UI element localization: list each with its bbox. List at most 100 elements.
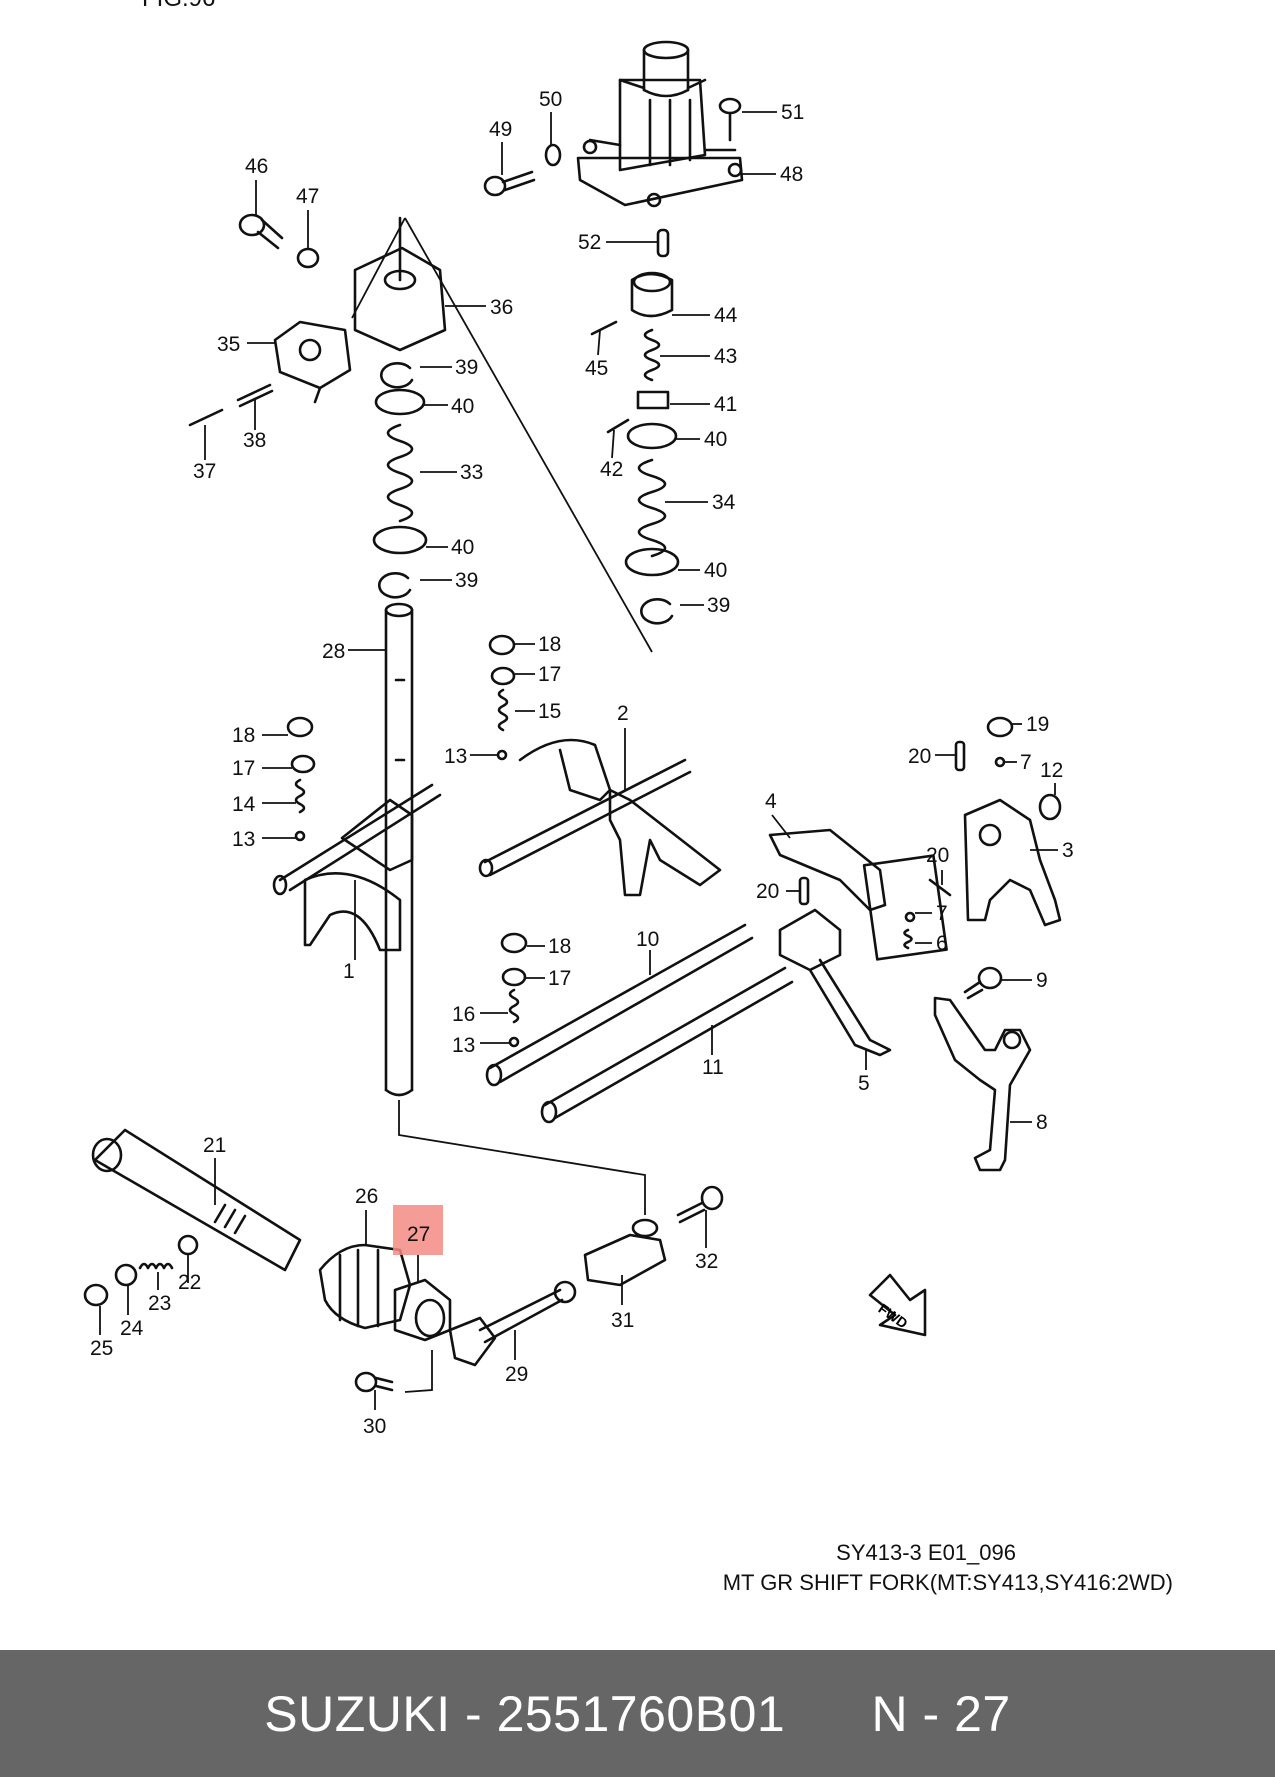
- bolt-46-graphic: [238, 213, 284, 250]
- washer-47-graphic: [296, 247, 320, 269]
- callout-40: 40: [704, 428, 727, 451]
- callout-17: 17: [232, 757, 255, 780]
- shift-lever-block-36-graphic: [353, 216, 447, 352]
- plate-graphic: [862, 854, 948, 961]
- diagram-title: MT GR SHIFT FORK(MT:SY413,SY416:2WD): [722, 1570, 1173, 1595]
- ball-13c-graphic: [508, 1036, 520, 1048]
- spring-34-graphic: [637, 458, 667, 558]
- washer-24-graphic: [114, 1263, 138, 1287]
- triangle-leader: [351, 217, 653, 653]
- parts-diagram: FIG.96: [83, 0, 1074, 1438]
- shaft-10-graphic: [485, 923, 754, 1087]
- boot-26-graphic: [318, 1243, 412, 1330]
- bolt-32-graphic: [676, 1185, 724, 1224]
- spring-33-graphic: [386, 423, 414, 523]
- shift-shaft-21-graphic: [91, 1128, 302, 1272]
- pin-52-graphic: [656, 228, 670, 258]
- bolt-30-leader: [404, 1350, 433, 1393]
- spring-23-graphic: [138, 1262, 174, 1270]
- callout-17: 17: [538, 663, 561, 686]
- pin-45-graphic: [590, 320, 618, 336]
- washer-17b-graphic: [490, 666, 516, 686]
- callout-46: 46: [245, 155, 268, 178]
- callout-3: 3: [1062, 839, 1074, 862]
- callout-33: 33: [460, 461, 483, 484]
- callout-48: 48: [780, 163, 803, 186]
- washer-40b-graphic: [624, 547, 680, 577]
- diagram-header-fragment: FIG.96: [142, 0, 215, 12]
- bolt-18c-graphic: [500, 932, 528, 954]
- callout-8: 8: [1036, 1111, 1048, 1134]
- footer-brand: SUZUKI: [264, 1685, 451, 1742]
- ring-39b-graphic: [380, 362, 414, 389]
- shift-shaft-28-graphic: [384, 602, 414, 1097]
- washer-40a-graphic: [626, 422, 678, 450]
- plug-19-graphic: [986, 716, 1014, 738]
- spring-14-graphic: [294, 778, 306, 814]
- callout-7: 7: [1020, 751, 1032, 774]
- callout-39: 39: [455, 356, 478, 379]
- shift-arm-4-graphic: [768, 828, 887, 912]
- bracket-8-graphic: [933, 996, 1032, 1172]
- callout-38: 38: [243, 429, 266, 452]
- pin-42-graphic: [606, 418, 630, 434]
- collar-41-graphic: [636, 390, 670, 410]
- footer-bar: SUZUKI - 2551760B01 N - 27: [0, 1650, 1275, 1777]
- shift-lever-housing: [576, 40, 744, 208]
- callout-47: 47: [296, 185, 319, 208]
- callout-39: 39: [707, 594, 730, 617]
- callout-52: 52: [578, 231, 601, 254]
- callout-20: 20: [926, 844, 949, 867]
- callout-18: 18: [538, 633, 561, 656]
- callout-36: 36: [490, 296, 513, 319]
- callout-31: 31: [611, 1309, 634, 1332]
- washer-17a-graphic: [290, 754, 316, 774]
- callout-49: 49: [489, 118, 512, 141]
- washer-50-graphic: [544, 143, 562, 167]
- callout-12: 12: [1040, 759, 1063, 782]
- link-leader: [398, 1100, 646, 1215]
- callout-29: 29: [505, 1363, 528, 1386]
- bolt-51-graphic: [718, 97, 742, 142]
- shift-arm-5-graphic: [778, 908, 892, 1057]
- callout-2: 2: [617, 702, 629, 725]
- callout-layer: 1234567789101112131313141516171717181818…: [90, 88, 1074, 1438]
- ball-22-graphic: [177, 1234, 199, 1256]
- callout-24: 24: [120, 1317, 144, 1340]
- washer-40d-graphic: [372, 525, 428, 555]
- callout-18: 18: [232, 724, 255, 747]
- diagram-code: SY413-3 E01_096: [836, 1540, 1016, 1565]
- fwd-arrow-icon: FWD: [868, 1273, 927, 1337]
- callout-43: 43: [714, 345, 737, 368]
- callout-44: 44: [714, 304, 738, 327]
- footer-part-number: 2551760B01: [496, 1685, 786, 1742]
- spring-16-graphic: [508, 988, 520, 1024]
- bolt-30-graphic: [354, 1371, 394, 1393]
- pin-38-graphic: [236, 383, 274, 408]
- callout-6: 6: [936, 932, 948, 955]
- callout-13: 13: [452, 1034, 475, 1057]
- washer-40c-graphic: [374, 388, 426, 416]
- spring-seat-44-graphic: [630, 271, 674, 318]
- joint-31-graphic: [583, 1218, 667, 1287]
- callout-15: 15: [538, 700, 561, 723]
- callout-21: 21: [203, 1134, 226, 1157]
- bolt-18a-graphic: [286, 716, 314, 738]
- callout-42: 42: [600, 458, 623, 481]
- callout-17: 17: [548, 967, 571, 990]
- callout-18: 18: [548, 935, 571, 958]
- callout-19: 19: [1026, 713, 1049, 736]
- pin-20a-graphic: [954, 740, 966, 772]
- callout-14: 14: [232, 793, 256, 816]
- highlight-box: [393, 1205, 443, 1255]
- callout-39: 39: [455, 569, 478, 592]
- bolt-18b-graphic: [488, 634, 516, 656]
- callout-25: 25: [90, 1337, 113, 1360]
- footer-separator: -: [450, 1685, 497, 1742]
- ring-39c-graphic: [378, 572, 412, 599]
- callout-40: 40: [451, 536, 474, 559]
- callout-16: 16: [452, 1003, 475, 1026]
- callout-51: 51: [781, 101, 804, 124]
- footer-gap: [785, 1685, 871, 1743]
- shift-fork-2-graphic: [478, 738, 722, 897]
